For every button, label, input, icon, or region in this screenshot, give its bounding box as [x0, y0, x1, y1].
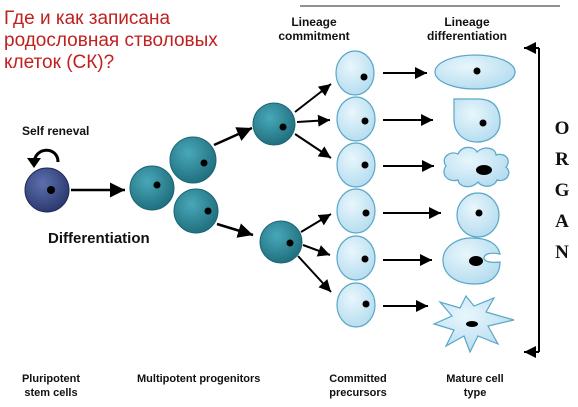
progenitor-cell-bottom	[173, 188, 219, 234]
fan-arrow-l2	[302, 244, 331, 257]
mature-cell-notched	[442, 237, 501, 285]
pluripotent-stem-cell	[24, 167, 70, 213]
organ-letter-g: G	[554, 180, 570, 201]
lineage-commitment-label: Lineage commitment	[264, 15, 364, 43]
lower-lineage-progenitor	[259, 220, 303, 264]
pluripotent-label: Pluripotent stem cells	[4, 372, 98, 400]
committed-precursor-4	[336, 188, 376, 234]
lineage-commitment-line-2: commitment	[278, 29, 350, 43]
self-renewal-label: Self reneval	[22, 124, 90, 138]
arrow-to-lower-progenitor	[216, 222, 254, 238]
lineage-differentiation-line-1: Lineage	[444, 15, 490, 29]
arrow-to-upper-progenitor	[213, 126, 253, 147]
lineage-differentiation-line-2: differentiation	[427, 29, 507, 43]
fan-arrow-l3	[297, 255, 332, 293]
lineage-commitment-line-1: Lineage	[291, 15, 337, 29]
fan-arrow-u2	[296, 114, 331, 127]
progenitor-cell-top	[169, 136, 217, 184]
fan-arrow-u3	[294, 133, 332, 159]
mature-label: Mature cell type	[430, 372, 520, 400]
lineage-differentiation-label: Lineage differentiation	[412, 15, 522, 43]
mature-cell-cloud	[443, 146, 510, 188]
mature-cell-stellate	[432, 294, 515, 354]
fan-arrow-u1	[294, 83, 332, 113]
committed-precursor-2	[336, 96, 376, 142]
organ-letter-o: O	[554, 118, 570, 139]
committed-precursor-5	[336, 235, 376, 281]
mature-cell-oval	[434, 54, 516, 90]
multipotent-label: Multipotent progenitors	[137, 373, 261, 385]
organ-letter-n: N	[555, 242, 569, 263]
organ-letter-r: R	[555, 149, 569, 170]
committed-line-1: Committed	[329, 373, 387, 385]
differentiation-label: Differentiation	[48, 230, 150, 247]
progenitor-cell-left	[129, 165, 175, 211]
pluripotent-line-2: stem cells	[24, 387, 78, 399]
upper-lineage-progenitor	[252, 102, 296, 146]
slide-title: Где и как записана родословная стволовых…	[4, 8, 218, 73]
fan-arrow-l1	[300, 213, 332, 233]
mature-cell-round	[456, 192, 500, 238]
mature-line-1: Mature cell	[446, 373, 504, 385]
committed-label: Committed precursors	[318, 372, 398, 400]
pluripotent-line-1: Pluripotent	[21, 373, 81, 385]
mature-cell-teardrop	[453, 98, 501, 143]
committed-precursor-6	[336, 282, 376, 328]
committed-precursor-3	[336, 142, 376, 188]
organ-bracket	[524, 42, 540, 358]
organ-letter-a: A	[555, 211, 569, 232]
committed-line-2: precursors	[329, 387, 387, 399]
committed-precursor-1	[335, 50, 375, 96]
mature-line-2: type	[463, 387, 487, 399]
self-renewal-arrowhead	[27, 158, 41, 168]
